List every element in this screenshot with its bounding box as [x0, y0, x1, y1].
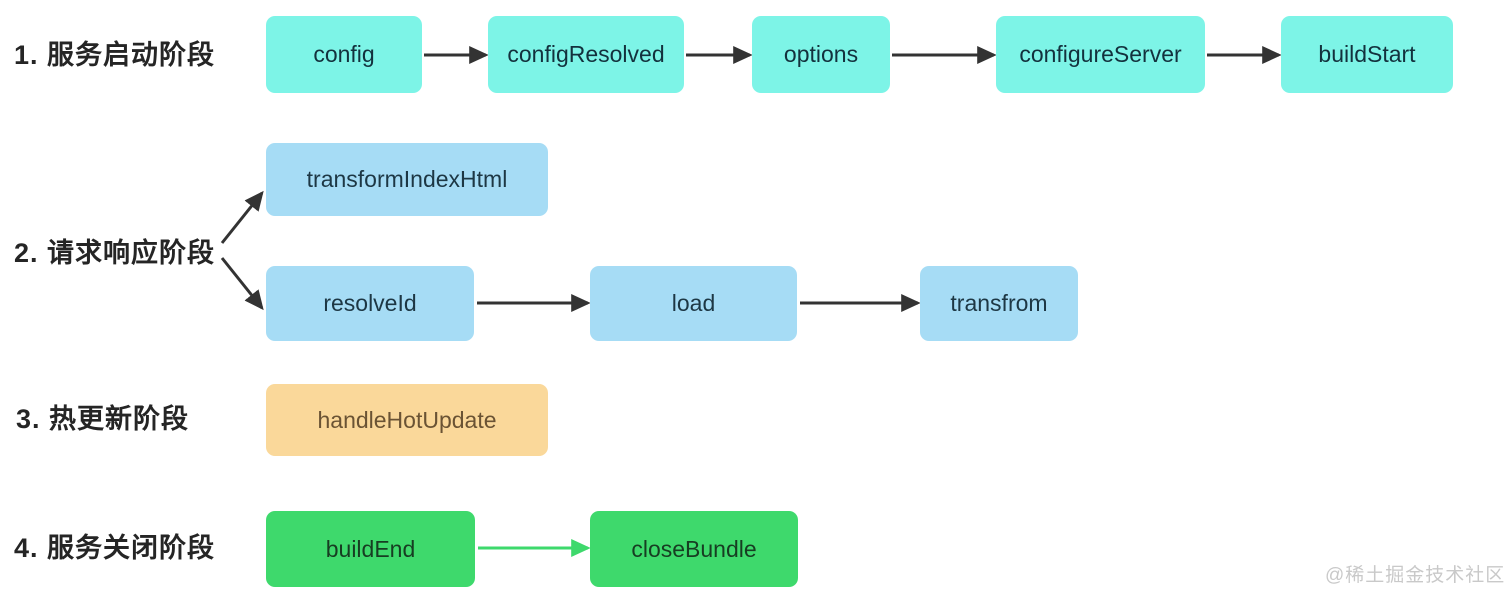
watermark: @稀土掘金技术社区: [1325, 565, 1506, 586]
stage-label-2: 2. 请求响应阶段: [14, 238, 216, 268]
node-config[interactable]: config: [266, 16, 422, 93]
node-load[interactable]: load: [590, 266, 797, 341]
node-options[interactable]: options: [752, 16, 890, 93]
node-transfrom[interactable]: transfrom: [920, 266, 1078, 341]
arrow-stage-2-to-resolveId: [220, 257, 264, 311]
node-resolveId[interactable]: resolveId: [266, 266, 474, 341]
node-buildEnd[interactable]: buildEnd: [266, 511, 475, 587]
stage-label-1: 1. 服务启动阶段: [14, 40, 216, 70]
node-transformIndexHtml[interactable]: transformIndexHtml: [266, 143, 548, 216]
arrow-stage-2-to-transformIndexHtml: [220, 190, 264, 244]
stage-label-4: 4. 服务关闭阶段: [14, 533, 216, 563]
stage-label-3: 3. 热更新阶段: [16, 404, 190, 434]
node-configResolved[interactable]: configResolved: [488, 16, 684, 93]
node-closeBundle[interactable]: closeBundle: [590, 511, 798, 587]
node-buildStart[interactable]: buildStart: [1281, 16, 1453, 93]
node-configureServer[interactable]: configureServer: [996, 16, 1205, 93]
node-handleHotUpdate[interactable]: handleHotUpdate: [266, 384, 548, 456]
